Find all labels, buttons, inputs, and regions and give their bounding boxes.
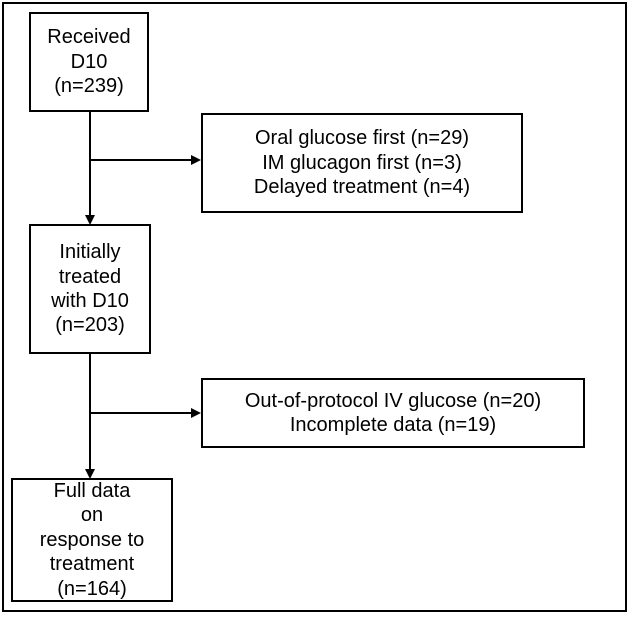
exclusion-1-line-2: IM glucagon first (n=3) xyxy=(262,151,462,174)
node-received-line-2: D10 xyxy=(70,50,108,73)
node-full-line-2: on xyxy=(80,504,104,527)
node-full-line-5: (n=164) xyxy=(57,577,127,600)
node-received-line-3: (n=239) xyxy=(54,75,124,98)
diagram-frame xyxy=(2,2,627,612)
node-exclusion-1: Oral glucose first (n=29) IM glucagon fi… xyxy=(201,113,523,213)
node-received-line-1: Received xyxy=(47,26,131,49)
exclusion-2-line-2: Incomplete data (n=19) xyxy=(289,414,497,436)
exclusion-1-line-3: Delayed treatment (n=4) xyxy=(253,176,471,199)
node-full-line-3: response to xyxy=(39,528,145,551)
node-exclusion-2: Out-of-protocol IV glucose (n=20) Incomp… xyxy=(201,378,585,448)
node-initial-line-2: treated xyxy=(58,265,122,288)
exclusion-2-line-1: Out-of-protocol IV glucose (n=20) xyxy=(244,389,542,412)
node-full-data: Full data on response to treatment (n=16… xyxy=(11,478,173,602)
node-initial-line-4: (n=203) xyxy=(55,314,125,337)
node-full-line-4: treatment xyxy=(49,553,135,576)
node-full-line-1: Full data xyxy=(53,480,131,503)
exclusion-1-line-1: Oral glucose first (n=29) xyxy=(255,127,469,150)
node-initial-line-3: with D10 xyxy=(51,290,129,312)
node-initial-line-1: Initially xyxy=(59,241,121,264)
node-initially-treated: Initially treated with D10 (n=203) xyxy=(29,224,151,354)
node-received-d10: Received D10 (n=239) xyxy=(29,12,149,112)
